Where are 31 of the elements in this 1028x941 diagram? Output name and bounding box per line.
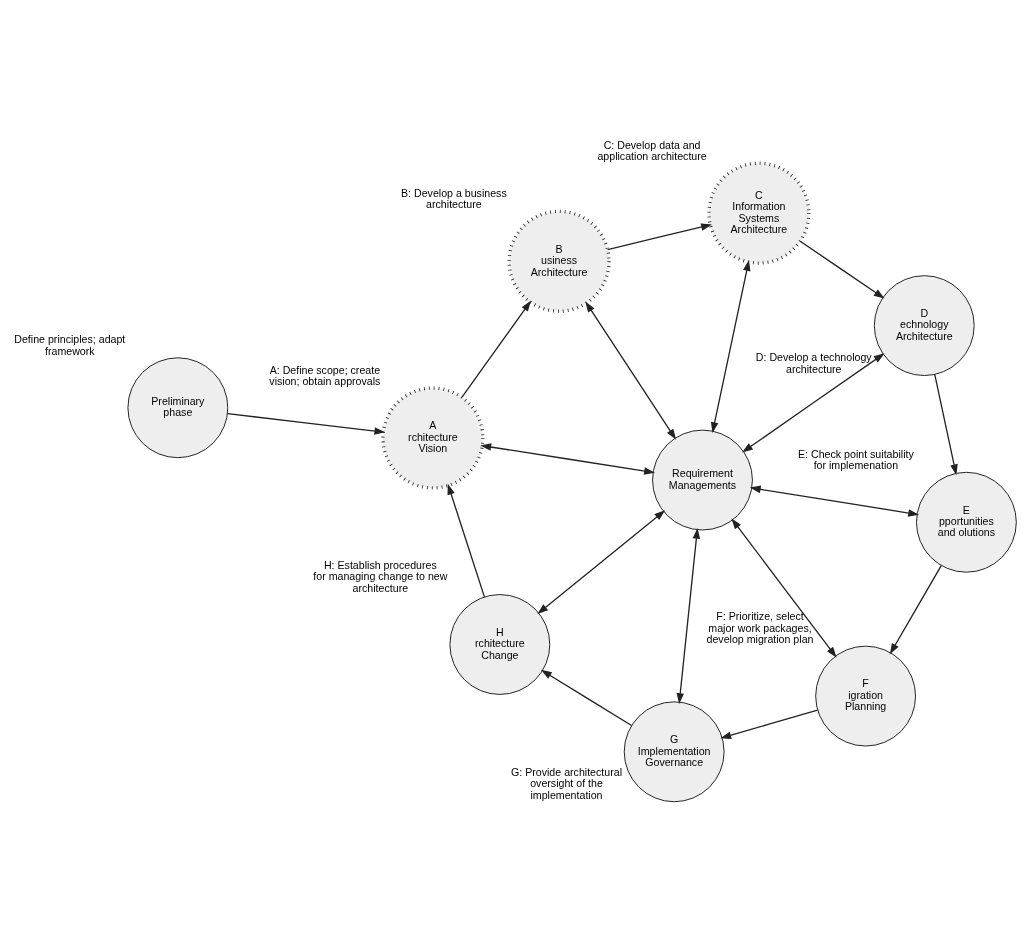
arrow: [480, 442, 655, 475]
arrow: [799, 240, 885, 299]
arrow: [226, 412, 386, 435]
node-label: H: Establish procedures for managing change to new architecture: [313, 558, 448, 594]
node-circle: G Implementation Governance: [623, 700, 725, 802]
arrow: [731, 517, 837, 658]
arrow: [934, 373, 958, 475]
node-label: G: Provide architectural oversight of the implementation: [511, 765, 623, 801]
arrow: [742, 352, 885, 452]
arrow: [749, 485, 920, 517]
arrow: [585, 300, 677, 440]
node-circle: A rchitecture Vision: [381, 385, 485, 490]
arrow: [676, 527, 701, 704]
arrow: [710, 259, 751, 433]
arrow: [889, 564, 942, 654]
arrow: [447, 483, 486, 597]
node-label: C: Develop data and application architecture: [597, 138, 707, 162]
arrow: [540, 669, 633, 726]
node-circle: C Information Systems Architecture: [707, 161, 811, 265]
arrow: [607, 222, 712, 250]
node-label: E: Check point suitability for implemenation: [798, 447, 914, 471]
arrow: [537, 509, 666, 614]
node-label: A: Define scope; create vision; obtain approvals: [269, 363, 381, 387]
node-label: Define principles; adapt framework: [14, 332, 126, 357]
arrow: [461, 300, 532, 398]
arrow: [720, 708, 819, 739]
node-circle: E pportunities and olutions: [915, 471, 1017, 573]
node-label: B: Develop a business architecture: [401, 186, 507, 210]
node-label: D: Develop a technology architecture: [755, 350, 872, 375]
node-label: F: Prioritize, select major work packages, develop migration plan: [706, 609, 814, 645]
node-circle: Preliminary phase: [127, 356, 229, 458]
